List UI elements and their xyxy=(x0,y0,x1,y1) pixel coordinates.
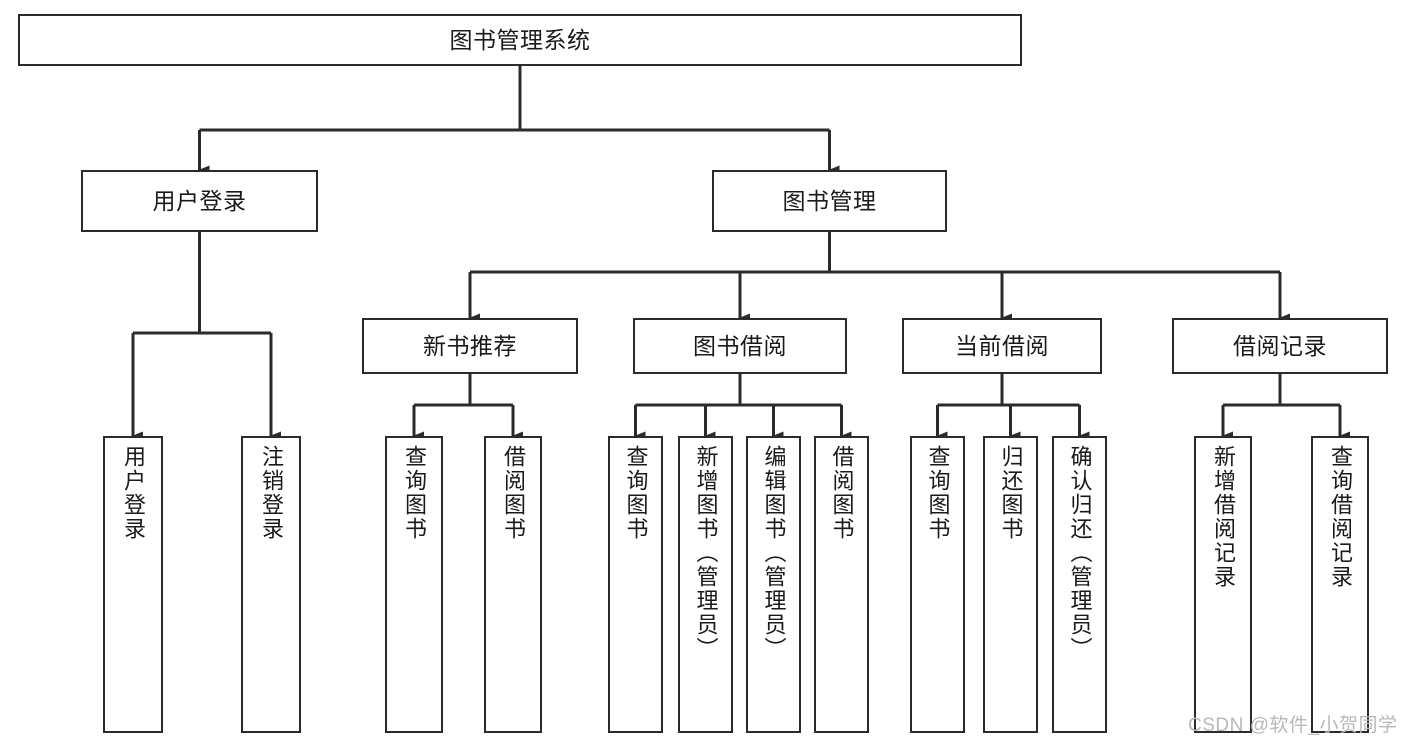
node-label: 归还图书 xyxy=(998,445,1024,541)
node-leaf-add-book[interactable]: 新增图书（管理员） xyxy=(678,436,733,733)
node-label: 借阅图书 xyxy=(829,445,855,541)
node-label: 新书推荐 xyxy=(423,332,517,359)
node-leaf-query-book-3[interactable]: 查询图书 xyxy=(910,436,965,733)
node-user-login[interactable]: 用户登录 xyxy=(81,170,318,232)
node-leaf-return-book[interactable]: 归还图书 xyxy=(983,436,1038,733)
watermark-label: CSDN @软件_小贺同学 xyxy=(1188,715,1398,736)
node-current-borrow[interactable]: 当前借阅 xyxy=(902,318,1102,374)
node-label: 新增图书（管理员） xyxy=(693,445,719,661)
node-label: 编辑图书（管理员） xyxy=(761,445,787,661)
node-label: 查询图书 xyxy=(623,445,649,541)
node-book-manage[interactable]: 图书管理 xyxy=(712,170,947,232)
node-leaf-confirm-return[interactable]: 确认归还（管理员） xyxy=(1052,436,1107,733)
node-leaf-user-login[interactable]: 用户登录 xyxy=(103,436,163,733)
node-leaf-add-record[interactable]: 新增借阅记录 xyxy=(1194,436,1252,733)
node-label: 借阅图书 xyxy=(501,445,526,541)
node-root[interactable]: 图书管理系统 xyxy=(18,14,1022,66)
node-leaf-query-book-2[interactable]: 查询图书 xyxy=(608,436,663,733)
node-label: 查询图书 xyxy=(925,445,951,541)
node-leaf-borrow-book-2[interactable]: 借阅图书 xyxy=(814,436,869,733)
node-label: 新增借阅记录 xyxy=(1211,445,1236,589)
node-label: 用户登录 xyxy=(121,445,146,541)
node-label: 用户登录 xyxy=(152,187,247,214)
node-leaf-edit-book[interactable]: 编辑图书（管理员） xyxy=(746,436,801,733)
node-label: 查询图书 xyxy=(402,445,427,541)
node-borrow-record[interactable]: 借阅记录 xyxy=(1172,318,1388,374)
node-label: 借阅记录 xyxy=(1233,332,1327,359)
node-label: 注销登录 xyxy=(259,445,284,541)
node-leaf-borrow-book-1[interactable]: 借阅图书 xyxy=(484,436,542,733)
node-label: 查询借阅记录 xyxy=(1328,445,1353,589)
node-label: 图书管理系统 xyxy=(449,26,591,53)
node-leaf-query-book-1[interactable]: 查询图书 xyxy=(385,436,443,733)
node-leaf-query-record[interactable]: 查询借阅记录 xyxy=(1311,436,1369,733)
node-book-borrow[interactable]: 图书借阅 xyxy=(633,318,847,374)
node-label: 图书管理 xyxy=(782,187,877,214)
node-label: 图书借阅 xyxy=(693,332,787,359)
node-label: 确认归还（管理员） xyxy=(1067,445,1093,661)
node-leaf-user-logout[interactable]: 注销登录 xyxy=(241,436,301,733)
node-label: 当前借阅 xyxy=(955,332,1049,359)
node-new-book-rec[interactable]: 新书推荐 xyxy=(362,318,578,374)
